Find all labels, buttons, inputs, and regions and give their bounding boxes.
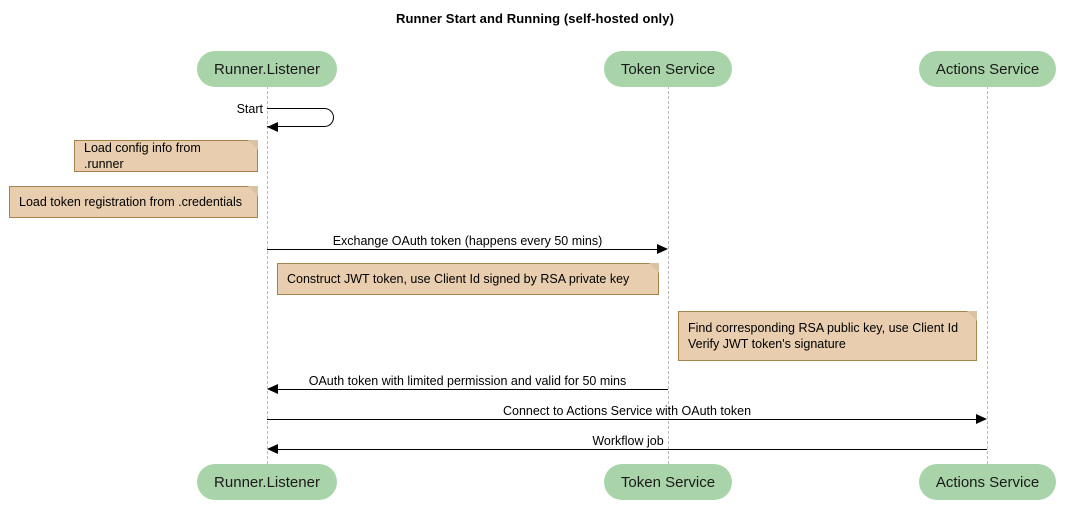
message-arrowhead-exchange-oauth-token xyxy=(657,244,668,254)
participant-label: Runner.Listener xyxy=(214,473,320,491)
participant-label: Token Service xyxy=(620,473,716,491)
participant-token-top[interactable]: Token Service xyxy=(604,51,732,87)
message-line-workflow-job xyxy=(277,449,987,450)
note-fold-edge-icon xyxy=(966,311,977,322)
message-label-workflow-job: Workflow job xyxy=(592,434,664,448)
note-load-token-registration: Load token registration from .credential… xyxy=(9,186,258,218)
note-text: Construct JWT token, use Client Id signe… xyxy=(287,272,630,286)
message-line-exchange-oauth-token xyxy=(267,249,658,250)
note-load-config-info: Load config info from .runner xyxy=(74,140,258,172)
note-find-rsa-public-key: Find corresponding RSA public key, use C… xyxy=(678,311,977,361)
participant-label: Actions Service xyxy=(935,60,1040,78)
note-construct-jwt-token: Construct JWT token, use Client Id signe… xyxy=(277,263,659,295)
message-arrowhead-workflow-job xyxy=(267,444,278,454)
lifeline-runner xyxy=(267,86,268,464)
lifeline-token xyxy=(668,86,669,464)
message-label-start: Start xyxy=(236,102,263,116)
note-text: Load token registration from .credential… xyxy=(19,195,243,209)
note-fold-edge-icon xyxy=(648,263,659,274)
message-label-oauth-token-response: OAuth token with limited permission and … xyxy=(308,374,627,388)
note-fold-edge-icon xyxy=(247,140,258,151)
message-line-connect-to-actions-service xyxy=(267,419,977,420)
page-title: Runner Start and Running (self-hosted on… xyxy=(395,11,675,26)
message-arrowhead-start xyxy=(267,122,278,132)
participant-runner-top[interactable]: Runner.Listener xyxy=(197,51,337,87)
lifeline-actions xyxy=(987,86,988,464)
participant-actions-top[interactable]: Actions Service xyxy=(919,51,1056,87)
note-fold-edge-icon xyxy=(247,186,258,197)
participant-label: Token Service xyxy=(620,60,716,78)
participant-label: Actions Service xyxy=(935,473,1040,491)
message-arrowhead-oauth-token-response xyxy=(267,384,278,394)
note-text: Find corresponding RSA public key, use C… xyxy=(688,321,959,351)
note-text: Load config info from .runner xyxy=(84,141,201,171)
message-arrowhead-connect-to-actions-service xyxy=(976,414,987,424)
message-line-oauth-token-response xyxy=(277,389,668,390)
participant-label: Runner.Listener xyxy=(214,60,320,78)
participant-runner-bottom[interactable]: Runner.Listener xyxy=(197,464,337,500)
message-label-exchange-oauth-token: Exchange OAuth token (happens every 50 m… xyxy=(332,234,603,248)
message-label-connect-to-actions-service: Connect to Actions Service with OAuth to… xyxy=(502,404,752,418)
message-self-loop-start xyxy=(267,108,334,127)
participant-actions-bottom[interactable]: Actions Service xyxy=(919,464,1056,500)
participant-token-bottom[interactable]: Token Service xyxy=(604,464,732,500)
